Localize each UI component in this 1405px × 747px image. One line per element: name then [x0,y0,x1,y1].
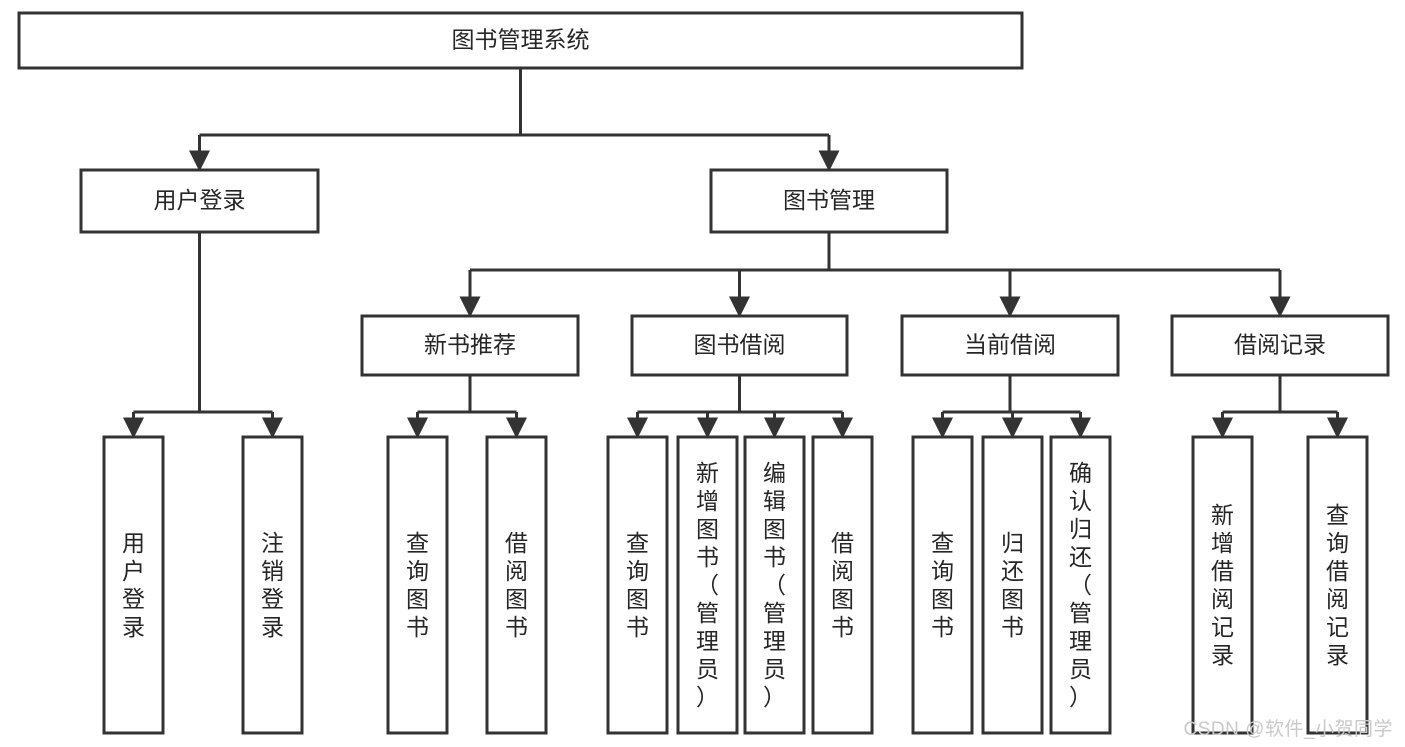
leaf-label: 查询图书 [406,530,429,640]
leaf-node-leaf-query-borrow-record: 查询借阅记录 [1306,435,1369,735]
node-new-book-recommend: 新书推荐 [360,314,580,377]
leaf-label: 用户登录 [122,530,145,640]
connector-edges [123,68,1348,439]
node-label: 图书管理 [783,187,875,213]
leaf-node-leaf-return-book: 归还图书 [981,435,1044,735]
node-label: 当前借阅 [964,332,1056,358]
leaf-node-leaf-query-book-borrow: 查询图书 [606,435,669,735]
leaf-node-leaf-add-book: 新增图书（管理员） [676,435,739,735]
node-label: 新书推荐 [424,332,516,358]
leaf-label: 借阅图书 [505,530,528,640]
leaf-label: 借阅图书 [831,530,854,640]
leaf-label: 查询借阅记录 [1326,502,1349,668]
node-book-manage: 图书管理 [709,168,949,234]
node-current-borrow: 当前借阅 [900,314,1120,377]
node-user-login: 用户登录 [79,168,320,234]
node-label: 图书借阅 [694,332,786,358]
leaf-label: 确认归还（管理员） [1069,460,1092,710]
leaf-label: 编辑图书（管理员） [763,460,786,710]
leaf-node-leaf-user-logout: 注销登录 [241,435,304,735]
leaf-label: 新增借阅记录 [1211,502,1234,668]
node-borrow-record: 借阅记录 [1170,314,1390,377]
leaf-node-leaf-borrow-book: 借阅图书 [811,435,874,735]
leaf-label: 查询图书 [626,530,649,640]
leaf-label: 注销登录 [261,530,284,640]
leaf-label: 查询图书 [931,530,954,640]
node-book-borrow: 图书借阅 [630,314,849,377]
leaf-label: 新增图书（管理员） [696,460,719,710]
leaf-node-leaf-edit-book: 编辑图书（管理员） [743,435,806,735]
leaf-node-leaf-add-borrow-record: 新增借阅记录 [1191,435,1254,735]
root-node-root: 图书管理系统 [17,11,1024,70]
diagram-nodes: 图书管理系统用户登录图书管理新书推荐图书借阅当前借阅借阅记录用户登录注销登录查询… [17,11,1390,735]
leaf-node-leaf-user-login: 用户登录 [102,435,165,735]
leaf-label: 归还图书 [1001,530,1024,640]
leaf-node-leaf-query-book-cur: 查询图书 [911,435,974,735]
leaf-node-leaf-confirm-return: 确认归还（管理员） [1049,435,1112,735]
node-label: 用户登录 [154,187,246,213]
node-label: 图书管理系统 [452,27,590,53]
leaf-node-leaf-borrow-book-rec: 借阅图书 [485,435,548,735]
node-label: 借阅记录 [1234,332,1326,358]
leaf-node-leaf-query-book-rec: 查询图书 [386,435,449,735]
